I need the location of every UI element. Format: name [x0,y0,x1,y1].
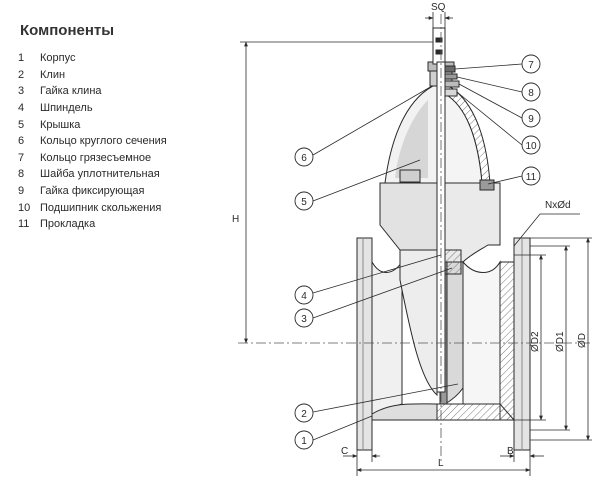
legend-label: Гайка клина [40,85,102,98]
legend-number: 6 [18,135,25,148]
legend-number: 1 [18,52,25,65]
callout-11: 11 [521,166,541,186]
legend-number: 8 [18,168,25,181]
legend-item: 5 Крышка [16,116,167,133]
dim-bolts-label: NxØd [545,200,571,211]
legend-label: Клин [40,68,66,81]
legend-item: 8 Шайба уплотнительная [16,166,167,183]
callout-5-label: 5 [301,197,307,208]
legend-item: 3 Гайка клина [16,83,167,100]
wedge-section [444,261,464,405]
legend-label: Корпус [40,52,76,65]
legend-item: 11 Прокладка [16,216,167,233]
callout-1-label: 1 [301,436,307,447]
seal-washer [444,73,458,80]
dim-h-label: H [232,214,239,225]
valve-section [436,61,531,451]
body-bottom-section [436,403,516,421]
dim-c-label: C [341,446,348,457]
callout-3: 3 [294,308,314,328]
components-title: Компоненты [20,22,115,39]
legend-label: Прокладка [40,218,96,231]
dim-d-label: ØD [577,333,588,348]
body-wall-right [499,261,515,421]
legend-item: 10 Подшипник скольжения [16,199,167,216]
legend-label: Шпиндель [40,102,93,115]
legend-item: 9 Гайка фиксирующая [16,183,167,200]
legend-number: 5 [18,118,25,131]
legend-number: 11 [18,218,30,231]
callout-8-label: 8 [528,88,534,99]
legend-number: 3 [18,85,25,98]
legend-number: 9 [18,185,25,198]
callout-9: 9 [521,108,541,128]
bonnet-dome-shade [395,100,428,178]
bonnet-boss [399,169,421,183]
callout-11-label: 11 [526,172,537,183]
body-shell-left [371,260,403,415]
callout-2-label: 2 [301,409,307,420]
dim-sq-label: SQ [431,2,446,13]
legend-number: 7 [18,151,25,164]
callout-5: 5 [294,191,314,211]
components-legend: 1 Корпус 2 Клин 3 Гайка клина 4 Шпиндель 5 Кр… [16,50,167,233]
legend-item: 4 Шпиндель [16,100,167,117]
legend-label: Кольцо грязесъемное [40,151,152,164]
stem-square [432,27,446,65]
dim-b-label: B [507,446,514,457]
legend-number: 4 [18,102,25,115]
legend-item: 2 Клин [16,67,167,84]
legend-label: Подшипник скольжения [40,201,162,214]
callout-6-label: 6 [301,153,307,164]
wedge-exterior [399,249,438,397]
legend-item: 6 Кольцо круглого сечения [16,133,167,150]
legend-label: Кольцо круглого сечения [40,135,167,148]
callout-4: 4 [294,285,314,305]
legend-label: Шайба уплотнительная [40,168,160,181]
dim-l-label: L [438,458,444,469]
scraper-ring [444,65,456,73]
callout-7-label: 7 [528,60,534,71]
legend-label: Крышка [40,118,81,131]
dim-d1-label: ØD1 [555,331,566,352]
callout-10: 10 [521,135,541,155]
dim-d2-label: ØD2 [530,331,541,352]
dimension-lines [240,12,592,476]
left-flange [356,237,373,451]
gasket-11 [479,179,495,191]
callout-7: 7 [521,54,541,74]
callout-3-label: 3 [301,314,307,325]
body-section-right [462,260,501,405]
callout-2: 2 [294,403,314,423]
legend-item: 7 Кольцо грязесъемное [16,150,167,167]
callout-10-label: 10 [525,141,537,152]
legend-item: 1 Корпус [16,50,167,67]
callout-6: 6 [294,147,314,167]
callout-8: 8 [521,82,541,102]
bonnet-base [379,182,438,251]
callout-1: 1 [294,430,314,450]
legend-label: Гайка фиксирующая [40,185,145,198]
callout-leaders [312,63,523,441]
legend-number: 10 [18,201,31,214]
lock-nut [444,80,460,88]
callout-4-label: 4 [301,291,307,302]
callout-9-label: 9 [528,114,534,125]
legend-number: 2 [18,68,25,81]
bearing [444,88,458,97]
